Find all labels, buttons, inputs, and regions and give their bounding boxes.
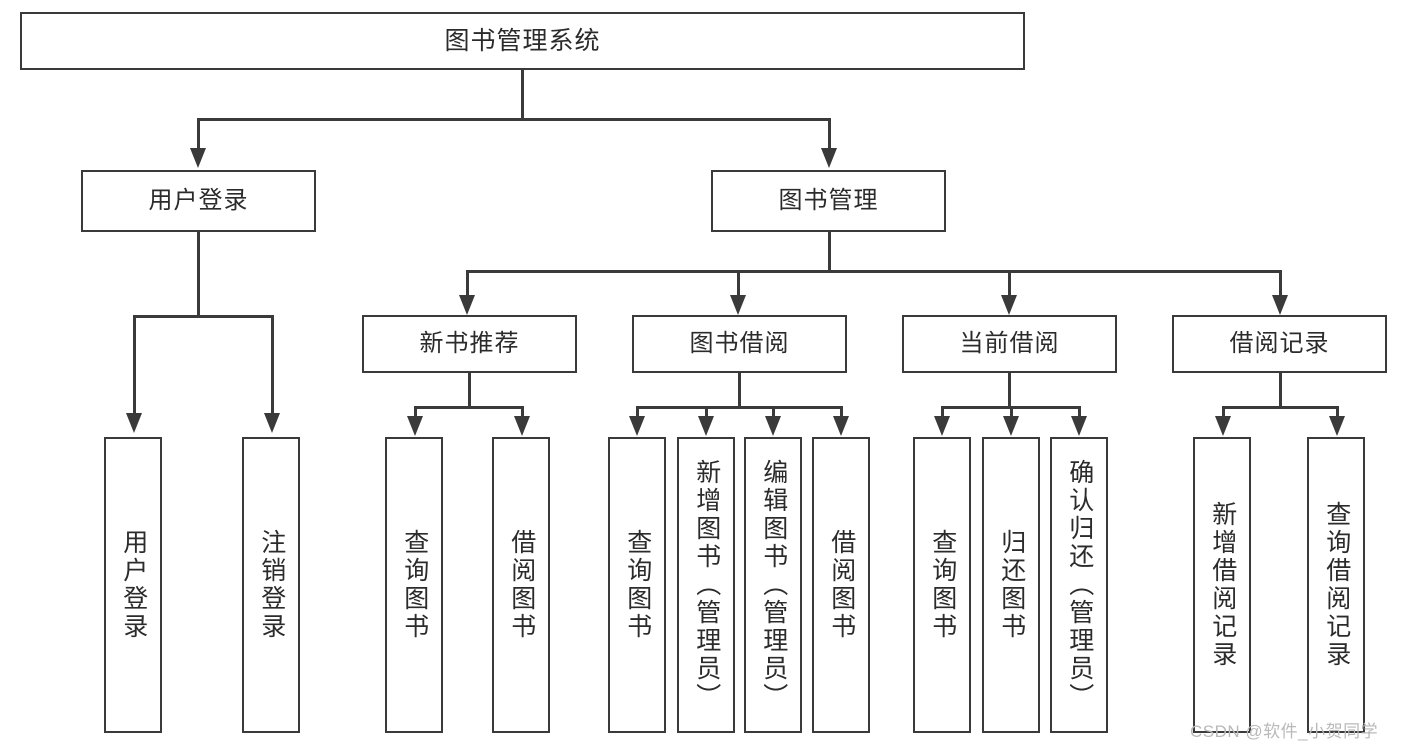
leaf-nb-borrow-book[interactable]: 借阅图书 <box>492 437 550 733</box>
arrowhead-br-add <box>1215 416 1231 436</box>
edge-book-management-stem <box>828 232 831 272</box>
edge-drop-bb-borrow <box>840 406 843 418</box>
leaf-cb-return-book-label: 归还图书 <box>997 529 1026 641</box>
edge-drop-user-login <box>197 118 200 150</box>
edge-new-book-stem <box>468 373 471 408</box>
leaf-bb-edit-book-label: 编辑图书（管理员） <box>759 459 788 711</box>
leaf-nb-query-book[interactable]: 查询图书 <box>385 437 443 733</box>
arrowhead-leaf-user-login <box>126 413 142 433</box>
leaf-bb-borrow-book-label: 借阅图书 <box>827 529 856 641</box>
node-root-label: 图书管理系统 <box>444 26 601 55</box>
node-book-borrow-label: 图书借阅 <box>689 330 790 358</box>
leaf-bb-add-book[interactable]: 新增图书（管理员） <box>677 437 735 733</box>
leaf-logout-label: 注销登录 <box>257 529 286 641</box>
edge-drop-book-management <box>828 118 831 150</box>
edge-drop-bb-edit <box>772 406 775 418</box>
arrowhead-leaf-logout <box>264 413 280 433</box>
leaf-br-add-record-label: 新增借阅记录 <box>1208 501 1237 669</box>
node-root-book-management-system[interactable]: 图书管理系统 <box>20 12 1025 70</box>
leaf-br-query-record-label: 查询借阅记录 <box>1322 501 1351 669</box>
leaf-cb-confirm-return[interactable]: 确认归还（管理员） <box>1050 437 1108 733</box>
leaf-nb-query-book-label: 查询图书 <box>400 529 429 641</box>
edge-user-login-stem <box>197 232 200 317</box>
leaf-cb-confirm-return-label: 确认归还（管理员） <box>1065 459 1094 711</box>
edge-user-login-bus <box>133 315 274 318</box>
node-current-borrow-label: 当前借阅 <box>959 330 1060 358</box>
edge-drop-cb-confirm <box>1078 406 1081 418</box>
node-book-borrow[interactable]: 图书借阅 <box>632 315 847 373</box>
edge-drop-bb-add <box>705 406 708 418</box>
leaf-user-login-label: 用户登录 <box>119 529 148 641</box>
edge-drop-book-borrow <box>737 270 740 297</box>
leaf-user-login[interactable]: 用户登录 <box>104 437 162 733</box>
arrowhead-cb-confirm <box>1071 416 1087 436</box>
arrowhead-current-borrow <box>1001 295 1017 315</box>
edge-level3-bus <box>466 270 1280 273</box>
edge-root-stem <box>521 70 524 120</box>
arrowhead-cb-return <box>1003 416 1019 436</box>
leaf-bb-query-book[interactable]: 查询图书 <box>608 437 666 733</box>
node-new-book-recommend[interactable]: 新书推荐 <box>362 315 577 373</box>
edge-drop-leaf-logout <box>271 315 274 415</box>
leaf-bb-query-book-label: 查询图书 <box>623 529 652 641</box>
arrowhead-borrow-record <box>1272 295 1288 315</box>
edge-drop-borrow-record <box>1279 270 1282 297</box>
arrowhead-bb-edit <box>765 416 781 436</box>
edge-book-borrow-bus <box>636 406 842 409</box>
edge-drop-cb-return <box>1010 406 1013 418</box>
leaf-br-query-record[interactable]: 查询借阅记录 <box>1307 437 1365 733</box>
arrowhead-bb-query <box>629 416 645 436</box>
arrowhead-cb-query <box>934 416 950 436</box>
leaf-bb-add-book-label: 新增图书（管理员） <box>692 459 721 711</box>
node-book-management[interactable]: 图书管理 <box>711 170 946 232</box>
arrowhead-br-query <box>1329 416 1345 436</box>
node-user-login-label: 用户登录 <box>148 187 249 215</box>
node-borrow-record[interactable]: 借阅记录 <box>1172 315 1387 373</box>
arrowhead-book-borrow <box>730 295 746 315</box>
edge-new-book-bus <box>414 406 524 409</box>
watermark-csdn: CSDN @软件_小贺同学 <box>1190 722 1379 741</box>
arrowhead-nb-query <box>407 416 423 436</box>
leaf-cb-query-book[interactable]: 查询图书 <box>913 437 971 733</box>
node-borrow-record-label: 借阅记录 <box>1229 330 1330 358</box>
edge-drop-current-borrow <box>1008 270 1011 297</box>
edge-drop-leaf-user-login <box>133 315 136 415</box>
leaf-logout[interactable]: 注销登录 <box>242 437 300 733</box>
edge-drop-nb-borrow <box>521 406 524 418</box>
leaf-bb-borrow-book[interactable]: 借阅图书 <box>812 437 870 733</box>
node-new-book-recommend-label: 新书推荐 <box>419 330 520 358</box>
leaf-cb-query-book-label: 查询图书 <box>928 529 957 641</box>
arrowhead-bb-add <box>698 416 714 436</box>
edge-borrow-record-bus <box>1222 406 1339 409</box>
arrowhead-book-management <box>821 148 837 168</box>
edge-drop-cb-query <box>941 406 944 418</box>
edge-drop-br-query <box>1336 406 1339 418</box>
leaf-br-add-record[interactable]: 新增借阅记录 <box>1193 437 1251 733</box>
edge-drop-new-book <box>466 270 469 297</box>
edge-book-borrow-stem <box>738 373 741 408</box>
arrowhead-nb-borrow <box>514 416 530 436</box>
leaf-bb-edit-book[interactable]: 编辑图书（管理员） <box>744 437 802 733</box>
node-current-borrow[interactable]: 当前借阅 <box>902 315 1117 373</box>
edge-drop-br-add <box>1222 406 1225 418</box>
edge-borrow-record-stem <box>1279 373 1282 408</box>
node-book-management-label: 图书管理 <box>778 187 879 215</box>
edge-drop-bb-query <box>636 406 639 418</box>
arrowhead-user-login <box>190 148 206 168</box>
edge-current-borrow-stem <box>1008 373 1011 408</box>
edge-drop-nb-query <box>414 406 417 418</box>
arrowhead-bb-borrow <box>833 416 849 436</box>
edge-level2-bus <box>197 118 831 121</box>
leaf-cb-return-book[interactable]: 归还图书 <box>982 437 1040 733</box>
leaf-nb-borrow-book-label: 借阅图书 <box>507 529 536 641</box>
arrowhead-new-book <box>459 295 475 315</box>
node-user-login[interactable]: 用户登录 <box>81 170 316 232</box>
